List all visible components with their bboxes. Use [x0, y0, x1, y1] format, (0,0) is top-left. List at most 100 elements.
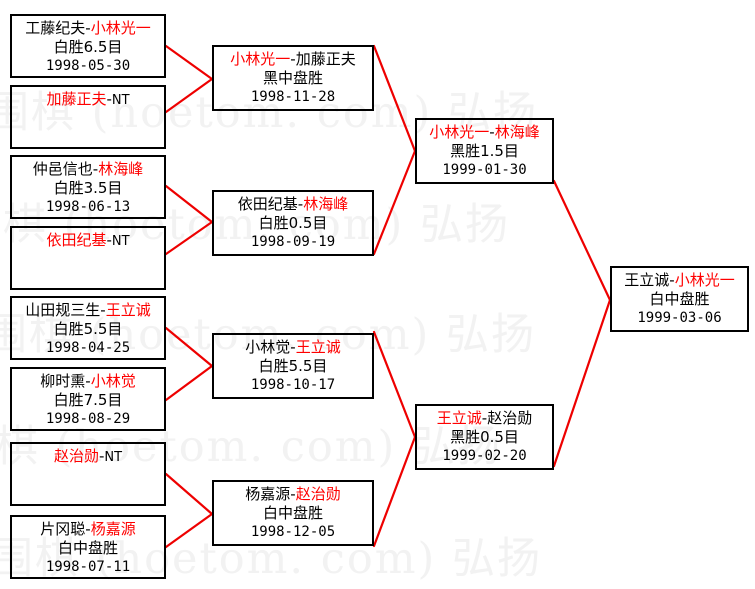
match-box-r1m5[interactable]: 山田规三生-王立诚 白胜5.5目 1998-04-25	[10, 296, 166, 360]
player-left: 王立诚	[624, 271, 670, 289]
match-result: 黑胜1.5目	[450, 142, 519, 160]
match-date: 1998-06-13	[45, 199, 131, 215]
match-box-r3m2[interactable]: 王立诚-赵治勋 黑胜0.5目 1999-02-20	[415, 404, 554, 470]
connector-r1m1-r2m1	[164, 44, 214, 81]
match-result: 黑胜0.5目	[450, 428, 519, 446]
player-left: 仲邑信也	[32, 160, 93, 178]
player-right: 林海峰	[303, 195, 349, 213]
connector-r1m8-r2m4	[164, 512, 214, 549]
player-right: 王立诚	[105, 301, 151, 319]
player-left: 赵治勋	[53, 447, 99, 465]
match-box-r2m4[interactable]: 杨嘉源-赵治勋 白中盘胜 1998-12-05	[212, 480, 374, 546]
player-separator: -	[98, 447, 105, 465]
match-players: 王立诚-小林光一	[612, 271, 747, 290]
player-separator: -	[85, 372, 91, 390]
player-left: 工藤纪夫	[25, 19, 86, 37]
player-separator: -	[85, 19, 91, 37]
match-box-r1m4[interactable]: 依田纪基-NT	[10, 226, 166, 290]
match-box-r1m3[interactable]: 仲邑信也-林海峰 白胜3.5目 1998-06-13	[10, 155, 166, 219]
match-players: 小林觉-王立诚	[214, 338, 372, 357]
player-right: 林海峰	[494, 123, 540, 141]
player-right: 王立诚	[295, 338, 341, 356]
player-right: 小林光一	[90, 19, 151, 37]
match-players: 加藤正夫-NT	[12, 90, 164, 110]
match-box-r2m3[interactable]: 小林觉-王立诚 白胜5.5目 1998-10-17	[212, 333, 374, 399]
match-players: 山田规三生-王立诚	[12, 301, 164, 320]
player-left: 山田规三生	[25, 301, 101, 319]
player-right: 小林光一	[674, 271, 735, 289]
player-left: 加藤正夫	[46, 90, 107, 108]
match-result: 白胜0.5目	[258, 214, 328, 232]
player-separator: -	[297, 195, 304, 213]
player-separator: -	[290, 485, 296, 503]
player-right: NT	[104, 450, 123, 465]
match-box-r1m7[interactable]: 赵治勋-NT	[10, 442, 166, 506]
player-separator: -	[489, 123, 495, 141]
player-separator: -	[290, 50, 296, 68]
player-left: 杨嘉源	[245, 485, 291, 503]
player-separator: -	[106, 231, 112, 249]
match-date: 1998-10-17	[250, 377, 336, 393]
connector-r1m2-r2m1	[164, 77, 214, 114]
match-players: 仲邑信也-林海峰	[12, 160, 164, 179]
match-players: 依田纪基-NT	[12, 231, 164, 251]
connector-r3m1-r4m1	[552, 179, 612, 302]
match-players: 柳时熏-小林觉	[12, 372, 164, 391]
match-date: 1998-09-19	[250, 234, 336, 250]
player-left: 小林觉	[245, 338, 291, 356]
match-date: 1998-04-25	[45, 340, 131, 356]
player-separator: -	[669, 271, 675, 289]
match-date: 1999-02-20	[442, 448, 527, 464]
player-separator: -	[100, 301, 106, 319]
match-box-r3m1[interactable]: 小林光一-林海峰 黑胜1.5目 1999-01-30	[415, 118, 554, 184]
player-right: NT	[111, 234, 130, 249]
player-right: 林海峰	[98, 160, 144, 178]
player-separator: -	[85, 520, 91, 538]
match-box-r1m2[interactable]: 加藤正夫-NT	[10, 85, 166, 149]
player-separator: -	[290, 338, 296, 356]
match-box-r1m6[interactable]: 柳时熏-小林觉 白胜7.5目 1998-08-29	[10, 367, 166, 431]
connector-r1m4-r2m2	[164, 220, 214, 256]
match-date: 1999-03-06	[637, 310, 722, 326]
match-date: 1998-11-28	[250, 89, 336, 105]
player-right: NT	[111, 93, 130, 108]
match-result: 白中盘胜	[649, 290, 710, 308]
match-box-r2m2[interactable]: 依田纪基-林海峰 白胜0.5目 1998-09-19	[212, 190, 374, 256]
player-separator: -	[106, 90, 112, 108]
match-result: 白胜6.5目	[53, 38, 123, 56]
match-date: 1998-08-29	[45, 411, 131, 427]
player-left: 王立诚	[436, 409, 482, 427]
match-box-r1m1[interactable]: 工藤纪夫-小林光一 白胜6.5目 1998-05-30	[10, 14, 166, 78]
match-result: 白中盘胜	[57, 539, 118, 557]
match-box-r4m1[interactable]: 王立诚-小林光一 白中盘胜 1999-03-06	[610, 266, 749, 332]
player-left: 依田纪基	[46, 231, 107, 249]
player-left: 片冈聪	[40, 520, 86, 538]
player-right: 小林觉	[90, 372, 136, 390]
match-date: 1998-07-11	[45, 559, 131, 575]
match-result: 白胜5.5目	[53, 320, 123, 338]
connector-r1m7-r2m4	[164, 472, 214, 516]
player-left: 小林光一	[230, 50, 291, 68]
match-date: 1999-01-30	[442, 162, 527, 178]
match-box-r2m1[interactable]: 小林光一-加藤正夫 黑中盘胜 1998-11-28	[212, 45, 374, 111]
match-date: 1998-12-05	[250, 524, 336, 540]
match-players: 依田纪基-林海峰	[214, 195, 372, 214]
match-players: 小林光一-加藤正夫	[214, 50, 372, 69]
player-left: 小林光一	[429, 123, 490, 141]
player-left: 柳时熏	[40, 372, 86, 390]
connector-r2m3-r3m2	[372, 330, 417, 439]
match-date: 1998-05-30	[45, 58, 131, 74]
match-result: 白胜7.5目	[53, 391, 123, 409]
player-right: 杨嘉源	[90, 520, 136, 538]
connector-r1m3-r2m2	[164, 184, 214, 224]
player-separator: -	[481, 409, 488, 427]
connector-r1m5-r2m3	[164, 326, 214, 368]
player-separator: -	[92, 160, 99, 178]
connector-r3m2-r4m1	[552, 298, 612, 468]
match-players: 片冈聪-杨嘉源	[12, 520, 164, 539]
match-box-r1m8[interactable]: 片冈聪-杨嘉源 白中盘胜 1998-07-11	[10, 515, 166, 579]
player-right: 赵治勋	[487, 409, 533, 427]
match-players: 小林光一-林海峰	[417, 123, 552, 142]
match-players: 杨嘉源-赵治勋	[214, 485, 372, 504]
